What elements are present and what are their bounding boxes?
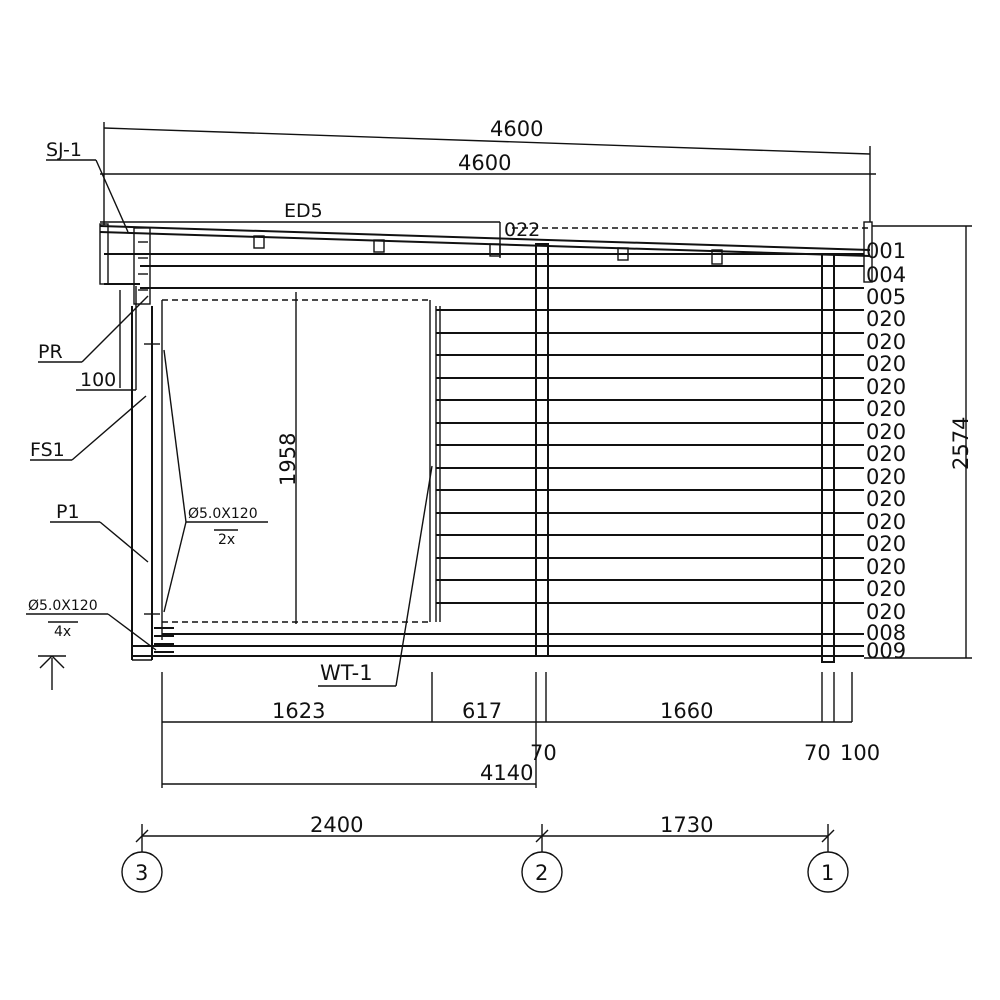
door-opening: 1958 bbox=[161, 292, 441, 624]
axis-2: 2 bbox=[521, 848, 563, 893]
log-code-label: 020 bbox=[866, 352, 906, 376]
callout-screw-2x: Ø5.0X120 2x bbox=[163, 349, 268, 613]
dimension-top-inner: 4600 bbox=[100, 151, 876, 175]
left-gable bbox=[104, 227, 174, 661]
callout-pr: PR bbox=[38, 295, 149, 363]
log-code-label: 020 bbox=[866, 600, 906, 624]
level-arrow bbox=[38, 655, 66, 690]
dim-bottom-1623: 1623 bbox=[272, 699, 325, 723]
log-code-label: 004 bbox=[866, 263, 906, 287]
dim-door-height-label: 1958 bbox=[276, 433, 300, 486]
log-code-label: 020 bbox=[866, 375, 906, 399]
log-code-label: 009 bbox=[866, 639, 906, 663]
label-sj1: SJ-1 bbox=[46, 139, 82, 161]
post-ticks bbox=[536, 253, 834, 647]
log-code-label: 020 bbox=[866, 420, 906, 444]
dim-grid-2400: 2400 bbox=[310, 813, 363, 837]
dim-bottom-70b: 70 bbox=[804, 741, 831, 765]
log-code-label: 001 bbox=[866, 239, 906, 263]
dim-bottom-1660: 1660 bbox=[660, 699, 713, 723]
label-screw-1: Ø5.0X120 bbox=[188, 506, 258, 522]
dim-top-inner-label: 4600 bbox=[458, 151, 511, 175]
axis-3-label: 3 bbox=[135, 861, 148, 885]
axis-1-label: 1 bbox=[821, 861, 834, 885]
dim-height-label: 2574 bbox=[949, 417, 973, 470]
label-022: 022 bbox=[504, 219, 540, 241]
callout-100: 100 bbox=[76, 369, 136, 391]
post-middle bbox=[535, 243, 549, 657]
log-code-label: 005 bbox=[866, 285, 906, 309]
log-code-label: 008 bbox=[866, 621, 906, 645]
label-wt1: WT-1 bbox=[320, 661, 373, 685]
log-code-label: 020 bbox=[866, 330, 906, 354]
log-code-label: 020 bbox=[866, 397, 906, 421]
label-screw-2: Ø5.0X120 bbox=[28, 598, 98, 614]
dim-bottom-100: 100 bbox=[840, 741, 880, 765]
axis-3: 3 bbox=[121, 848, 163, 893]
callout-wt1: WT-1 bbox=[318, 465, 433, 687]
wall-logs bbox=[140, 253, 864, 647]
log-codes: 0010040050200200200200200200200200200200… bbox=[866, 239, 906, 663]
label-p1: P1 bbox=[56, 501, 80, 523]
axis-2-label: 2 bbox=[535, 861, 548, 885]
label-ed5: ED5 bbox=[284, 200, 323, 222]
dim-bottom-70a: 70 bbox=[530, 741, 557, 765]
log-code-label: 020 bbox=[866, 465, 906, 489]
log-code-label: 020 bbox=[866, 532, 906, 556]
dim-eave-offset-label: 100 bbox=[80, 369, 116, 391]
log-code-label: 020 bbox=[866, 555, 906, 579]
dimension-bottom-chain: 1623 617 1660 70 70 100 4140 bbox=[161, 672, 880, 788]
grid-dimension: 2400 1730 bbox=[135, 813, 835, 848]
callout-sj1: SJ-1 bbox=[46, 139, 129, 233]
axis-1: 1 bbox=[807, 848, 849, 893]
dim-grid-1730: 1730 bbox=[660, 813, 713, 837]
label-screw-2-count: 4x bbox=[54, 624, 71, 640]
dim-bottom-617: 617 bbox=[462, 699, 502, 723]
log-code-label: 020 bbox=[866, 510, 906, 534]
log-code-label: 020 bbox=[866, 487, 906, 511]
callout-ed5: ED5 bbox=[284, 200, 323, 222]
log-code-label: 020 bbox=[866, 442, 906, 466]
label-screw-1-count: 2x bbox=[218, 532, 235, 548]
callout-fs1: FS1 bbox=[30, 395, 147, 461]
label-pr: PR bbox=[38, 341, 63, 363]
dim-bottom-total: 4140 bbox=[480, 761, 533, 785]
post-right bbox=[821, 253, 835, 663]
callout-p1: P1 bbox=[50, 501, 149, 563]
callout-screw-4x: Ø5.0X120 4x bbox=[26, 598, 157, 651]
log-code-label: 020 bbox=[866, 307, 906, 331]
dimension-height: 2574 bbox=[864, 225, 973, 659]
log-code-label: 020 bbox=[866, 577, 906, 601]
callout-022: 022 bbox=[504, 219, 540, 241]
label-fs1: FS1 bbox=[30, 439, 65, 461]
dim-top-outer-label: 4600 bbox=[490, 117, 543, 141]
